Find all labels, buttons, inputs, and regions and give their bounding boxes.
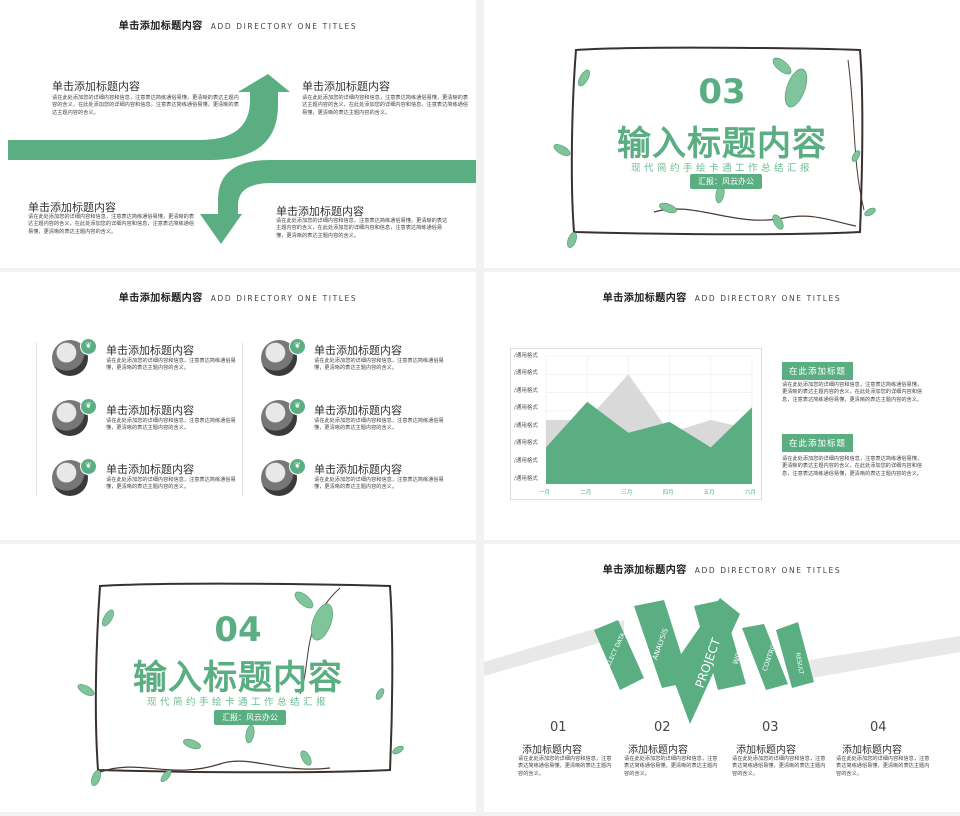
- item-desc: 请在此处添加您的详细内容和信息，注意表达简练通俗易懂，更清晰的表达主题内容的含义…: [106, 477, 236, 491]
- header-subtitle: ADD DIRECTORY ONE TITLES: [694, 294, 842, 303]
- y-tick-label: /通用格式: [514, 458, 538, 464]
- x-tick-label: 六月: [745, 490, 757, 496]
- y-tick-label: /通用格式: [514, 388, 538, 394]
- leaf-icon: ❦: [80, 338, 97, 355]
- leaf-decoration: [553, 57, 876, 248]
- item-desc: 请在此处添加您的详细内容和信息，注意表达简练通俗易懂，更清晰的表达主题内容的含义…: [314, 418, 444, 432]
- item-desc: 请在此处添加您的详细内容和信息，注意表达简练通俗易懂，更清晰的表达主题内容的含义…: [106, 358, 236, 372]
- x-tick-label: 四月: [662, 490, 674, 496]
- slide-header: 单击添加标题内容 ADD DIRECTORY ONE TITLES: [0, 286, 476, 305]
- arrow-graphic: [8, 74, 476, 244]
- divider: [36, 342, 37, 496]
- item-title: 单击添加标题内容: [106, 344, 194, 357]
- y-tick-label: /通用格式: [514, 423, 538, 429]
- x-tick-label: 一月: [539, 490, 551, 496]
- item-title: 单击添加标题内容: [52, 80, 140, 93]
- ribbon-graphic: [484, 598, 960, 724]
- step-number: 01: [550, 720, 567, 735]
- slide-chart[interactable]: 单击添加标题内容 ADD DIRECTORY ONE TITLES /通用格式 /…: [484, 272, 960, 540]
- area-chart: [545, 355, 753, 485]
- x-tick-label: 二月: [580, 490, 592, 496]
- item-title: 单击添加标题内容: [314, 404, 402, 417]
- item-title: 单击添加标题内容: [302, 80, 390, 93]
- leaf-icon: ❦: [80, 398, 97, 415]
- step-number: 02: [654, 720, 671, 735]
- reporter-pill: 汇报：风云办公: [690, 174, 762, 189]
- header-title: 单击添加标题内容: [602, 293, 687, 304]
- x-tick-label: 三月: [621, 490, 633, 496]
- y-tick-label: /通用格式: [514, 405, 538, 411]
- hand-drawn-frame: [94, 582, 394, 774]
- header-title: 单击添加标题内容: [118, 293, 203, 304]
- y-tick-label: /通用格式: [514, 476, 538, 482]
- x-tick-label: 五月: [703, 490, 715, 496]
- item-desc: 请在此处添加您的详细内容和信息，注意表达简练通俗易懂，更清晰的表达主题内容的含义…: [314, 358, 444, 372]
- item-desc: 请在此处添加您的详细内容和信息，注意表达简练通俗易懂，更清晰的表达主题内容的含义…: [28, 214, 195, 235]
- step-desc: 请在此处添加您的详细内容和信息，注意表达简练通俗易懂，更清晰的表达主题内容的含义…: [732, 756, 826, 777]
- leaf-icon: ❦: [289, 458, 306, 475]
- chart-frame: [510, 348, 762, 500]
- reporter-pill: 汇报：风云办公: [214, 710, 286, 725]
- item-desc: 请在此处添加您的详细内容和信息，注意表达简练通俗易懂，更清晰的表达主题内容的含义…: [782, 456, 923, 477]
- item-desc: 请在此处添加您的详细内容和信息，注意表达简练通俗易懂，更清晰的表达主题内容的含义…: [782, 382, 923, 403]
- y-tick-label: /通用格式: [514, 440, 538, 446]
- area-series-2: [546, 401, 752, 484]
- header-subtitle: ADD DIRECTORY ONE TITLES: [210, 294, 358, 303]
- item-title: 单击添加标题内容: [276, 205, 364, 218]
- leaf-icon: ❦: [80, 458, 97, 475]
- item-title: 单击添加标题内容: [106, 404, 194, 417]
- step-desc: 请在此处添加您的详细内容和信息，注意表达简练通俗易懂，更清晰的表达主题内容的含义…: [836, 756, 930, 777]
- step-title: 添加标题内容: [842, 745, 902, 756]
- step-desc: 请在此处添加您的详细内容和信息，注意表达简练通俗易懂，更清晰的表达主题内容的含义…: [518, 756, 612, 777]
- step-number: 04: [870, 720, 887, 735]
- item-title: 单击添加标题内容: [314, 463, 402, 476]
- header-subtitle: ADD DIRECTORY ONE TITLES: [694, 566, 842, 575]
- slide-header: 单击添加标题内容 ADD DIRECTORY ONE TITLES: [0, 14, 476, 33]
- section-number: 03: [698, 72, 746, 112]
- item-desc: 请在此处添加您的详细内容和信息，注意表达简练通俗易懂，更清晰的表达主题内容的含义…: [276, 218, 448, 239]
- item-title: 单击添加标题内容: [106, 463, 194, 476]
- leaf-icon: ❦: [289, 398, 306, 415]
- slide-section-04[interactable]: 04 输入标题内容 现代简约手绘卡通工作总结汇报 汇报：风云办公: [0, 544, 476, 812]
- y-tick-label: /通用格式: [514, 370, 538, 376]
- step-desc: 请在此处添加您的详细内容和信息，注意表达简练通俗易懂，更清晰的表达主题内容的含义…: [624, 756, 718, 777]
- step-title: 添加标题内容: [628, 745, 688, 756]
- section-subtitle: 现代简约手绘卡通工作总结汇报: [630, 163, 813, 174]
- item-desc: 请在此处添加您的详细内容和信息，注意表达简练通俗易懂，更清晰的表达主题内容的含义…: [314, 477, 444, 491]
- item-title: 单击添加标题内容: [314, 344, 402, 357]
- header-subtitle: ADD DIRECTORY ONE TITLES: [210, 22, 358, 31]
- section-subtitle: 现代简约手绘卡通工作总结汇报: [146, 697, 329, 708]
- chart-label-tag: 在此添加标题: [782, 362, 854, 380]
- item-desc: 请在此处添加您的详细内容和信息，注意表达简练通俗易懂，更清晰的表达主题内容的含义…: [52, 95, 239, 116]
- step-number: 03: [762, 720, 779, 735]
- slide-icon-list[interactable]: 单击添加标题内容 ADD DIRECTORY ONE TITLES ❦ 单击添加标…: [0, 272, 476, 540]
- step-title: 添加标题内容: [736, 745, 796, 756]
- item-desc: 请在此处添加您的详细内容和信息，注意表达简练通俗易懂，更清晰的表达主题内容的含义…: [302, 95, 469, 116]
- leaf-decoration: [77, 591, 404, 786]
- y-tick-label: /通用格式: [514, 353, 538, 359]
- divider: [242, 342, 243, 496]
- slide-arrows[interactable]: 单击添加标题内容 ADD DIRECTORY ONE TITLES 单击添加标题内…: [0, 0, 476, 268]
- section-title: 输入标题内容: [617, 124, 827, 164]
- chart-label-tag: 在此添加标题: [782, 434, 854, 452]
- section-number: 04: [214, 610, 262, 650]
- slide-section-03[interactable]: 03 输入标题内容 现代简约手绘卡通工作总结汇报 汇报：风云办公: [484, 0, 960, 268]
- header-title: 单击添加标题内容: [602, 565, 687, 576]
- item-desc: 请在此处添加您的详细内容和信息，注意表达简练通俗易懂，更清晰的表达主题内容的含义…: [106, 418, 236, 432]
- leaf-icon: ❦: [289, 338, 306, 355]
- slide-header: 单击添加标题内容 ADD DIRECTORY ONE TITLES: [484, 558, 960, 577]
- slide-header: 单击添加标题内容 ADD DIRECTORY ONE TITLES: [484, 286, 960, 305]
- header-title: 单击添加标题内容: [118, 21, 203, 32]
- item-title: 单击添加标题内容: [28, 201, 116, 214]
- step-title: 添加标题内容: [522, 745, 582, 756]
- section-title: 输入标题内容: [133, 658, 343, 698]
